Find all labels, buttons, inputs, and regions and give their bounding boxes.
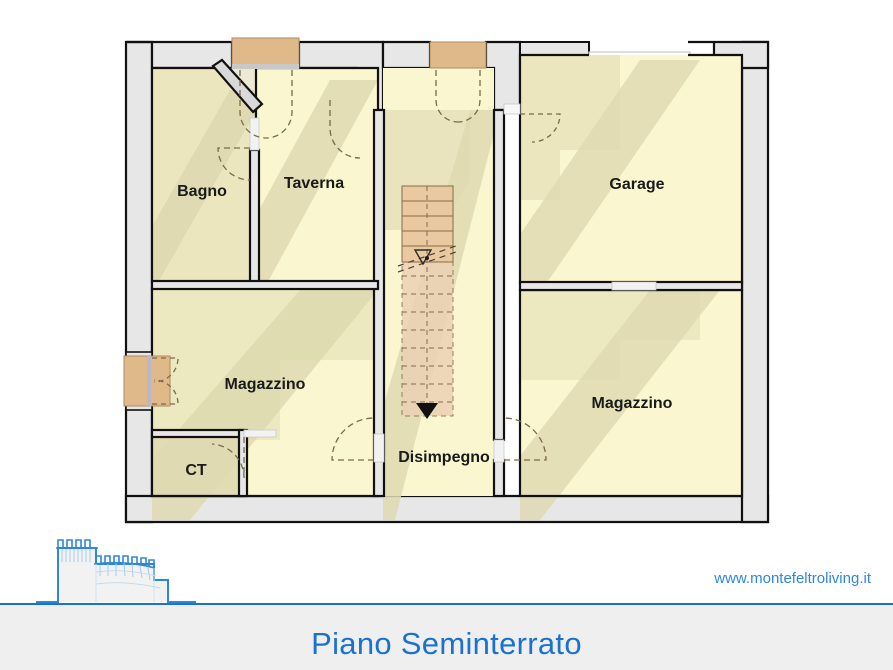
room-labels: Bagno Taverna Garage Magazzino Magazzino… <box>177 175 673 479</box>
door-gap-magazzino-left <box>373 433 385 463</box>
room-label-magazzino-left: Magazzino <box>225 376 306 393</box>
page-title: Piano Seminterrato <box>311 626 582 661</box>
door-gap-garage <box>503 103 521 115</box>
room-taverna <box>254 66 380 284</box>
room-bagno <box>150 66 258 284</box>
door-left-magazzino <box>123 355 171 407</box>
door-top-taverna <box>231 37 300 69</box>
castle-tower-logo <box>36 528 196 608</box>
room-garage <box>518 53 744 285</box>
website-url[interactable]: www.montefeltroliving.it <box>714 570 871 587</box>
opening-magazzino-right-top <box>611 281 657 291</box>
staircase <box>397 185 457 419</box>
room-label-garage: Garage <box>609 176 664 193</box>
room-label-magazzino-right: Magazzino <box>592 395 673 412</box>
room-label-disimpegno: Disimpegno <box>398 449 490 466</box>
room-label-taverna: Taverna <box>284 175 344 192</box>
door-top-stairhall <box>429 41 487 69</box>
room-magazzino-right <box>518 288 744 520</box>
interior-walls <box>125 58 744 498</box>
room-label-ct: CT <box>185 462 207 479</box>
door-gap-bagno <box>249 117 260 151</box>
door-gap-ct <box>243 429 277 438</box>
door-gap-magazzino-right <box>493 439 505 463</box>
footer-band <box>0 603 893 670</box>
room-label-bagno: Bagno <box>177 183 227 200</box>
door-swings <box>152 70 561 479</box>
stair-direction-arrow <box>416 403 438 419</box>
